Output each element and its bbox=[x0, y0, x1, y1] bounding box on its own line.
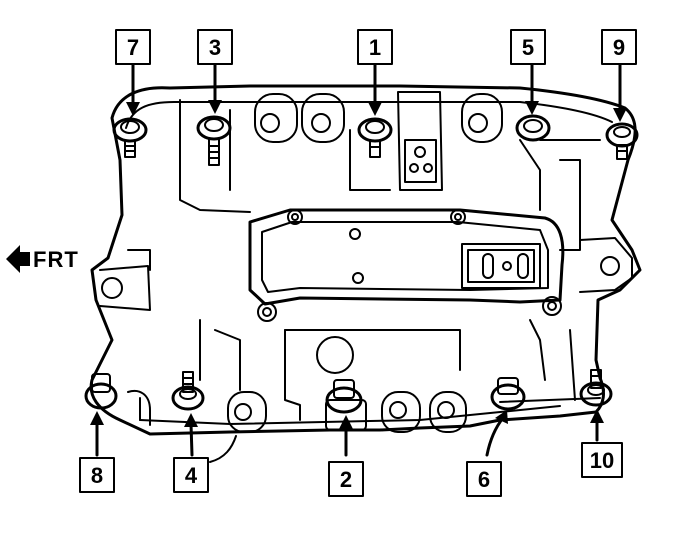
bolt-label-1: 1 bbox=[357, 29, 393, 65]
upper-runner-ports bbox=[179, 91, 601, 213]
bolt-1 bbox=[357, 117, 393, 158]
svg-text:1: 1 bbox=[369, 35, 381, 60]
svg-text:8: 8 bbox=[91, 463, 103, 488]
svg-text:6: 6 bbox=[478, 467, 490, 492]
bolt-label-5: 5 bbox=[510, 29, 546, 65]
bolt-label-10: 10 bbox=[581, 442, 623, 478]
svg-text:4: 4 bbox=[185, 463, 198, 488]
svg-text:10: 10 bbox=[590, 448, 614, 473]
svg-text:5: 5 bbox=[522, 35, 534, 60]
front-indicator-text: FRT bbox=[33, 247, 79, 272]
bolt-5 bbox=[515, 114, 551, 142]
right-bracket bbox=[559, 159, 633, 293]
bolt-label-4: 4 bbox=[173, 457, 209, 493]
bolt-label-7: 7 bbox=[115, 29, 151, 65]
bolt-label-3: 3 bbox=[197, 29, 233, 65]
front-indicator: FRT bbox=[6, 245, 79, 273]
lower-section bbox=[199, 319, 601, 433]
bolt-6 bbox=[490, 377, 526, 411]
front-arrow-icon bbox=[6, 245, 30, 273]
left-boss bbox=[99, 249, 151, 311]
bolt-2 bbox=[325, 379, 363, 414]
bolt-label-6: 6 bbox=[466, 461, 502, 497]
svg-text:7: 7 bbox=[127, 35, 139, 60]
bolt-3 bbox=[196, 115, 232, 166]
bolt-label-9: 9 bbox=[601, 29, 637, 65]
plenum-plate bbox=[248, 208, 565, 322]
bolt-4 bbox=[171, 371, 205, 411]
bolt-label-8: 8 bbox=[79, 457, 115, 493]
bolt-7 bbox=[112, 117, 148, 158]
bolt-8 bbox=[84, 373, 118, 410]
leader-arrows bbox=[90, 63, 627, 463]
bolt-label-2: 2 bbox=[328, 461, 364, 497]
bolt-10 bbox=[579, 369, 613, 407]
svg-text:2: 2 bbox=[340, 467, 352, 492]
svg-text:3: 3 bbox=[209, 35, 221, 60]
svg-text:9: 9 bbox=[613, 35, 625, 60]
bolt-9 bbox=[605, 122, 639, 160]
